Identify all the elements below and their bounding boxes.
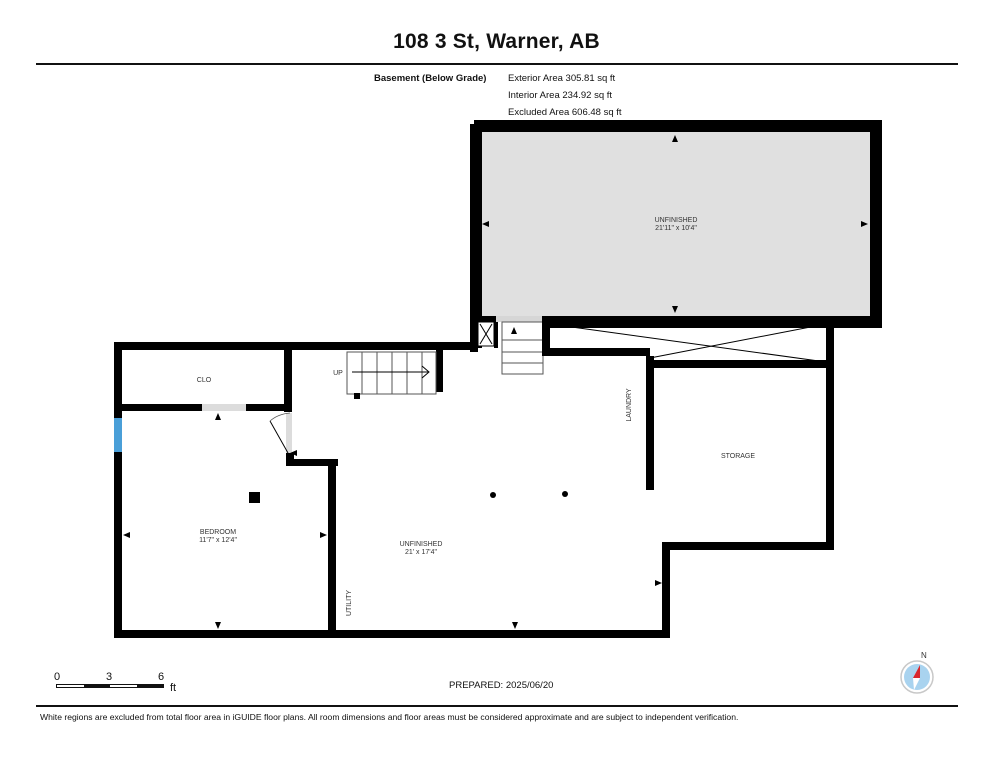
room-name-laundry: LAUNDRY xyxy=(626,388,633,422)
room-unfinished-upper xyxy=(470,120,882,352)
closet-door-opening xyxy=(202,404,246,411)
room-dims-bedroom: 11'7" x 12'4" xyxy=(199,537,237,544)
scale-tick-6: 6 xyxy=(158,671,165,683)
room-name-unfinished-main: UNFINISHED xyxy=(400,541,443,548)
scale-bar-graphic xyxy=(56,684,164,688)
floor-name: Basement (Below Grade) xyxy=(374,73,487,84)
post-icon xyxy=(354,393,360,399)
column-icon xyxy=(249,492,260,503)
interior-area: Interior Area 234.92 sq ft xyxy=(508,90,613,101)
compass-north-label: N xyxy=(921,651,927,660)
room-name-unfinished-upper: UNFINISHED xyxy=(655,217,698,224)
prepared-date: PREPARED: 2025/06/20 xyxy=(449,680,554,691)
walls-lower xyxy=(114,342,834,638)
footer-divider xyxy=(36,705,958,707)
room-dims-unfinished-main: 21' x 17'4" xyxy=(405,549,438,556)
excluded-area: Excluded Area 606.48 sq ft xyxy=(508,107,622,118)
scale-tick-0: 0 xyxy=(54,671,61,683)
room-name-utility: UTILITY xyxy=(346,590,353,616)
stairs-up-label: UP xyxy=(333,370,343,377)
scale-tick-3: 3 xyxy=(106,671,113,683)
header-divider xyxy=(36,63,958,65)
post-icon xyxy=(562,491,568,497)
stairs-main xyxy=(346,351,437,395)
room-dims-unfinished-upper: 21'11" x 10'4" xyxy=(655,225,697,232)
stairs-short xyxy=(501,321,544,375)
scale-unit: ft xyxy=(170,682,177,694)
window xyxy=(114,418,122,452)
exterior-area: Exterior Area 305.81 sq ft xyxy=(508,73,616,84)
disclaimer-text: White regions are excluded from total fl… xyxy=(40,712,739,722)
open-below-area xyxy=(542,320,834,550)
post-icon xyxy=(490,492,496,498)
room-name-clo: CLO xyxy=(197,377,212,384)
area-values: Exterior Area 305.81 sq ft Interior Area… xyxy=(508,70,622,121)
bedroom-door xyxy=(269,412,292,454)
page-title: 108 3 St, Warner, AB xyxy=(393,30,600,53)
room-name-bedroom: BEDROOM xyxy=(200,529,236,536)
compass-icon: N xyxy=(900,651,934,694)
scale-bar: 0 3 6 ft xyxy=(52,671,192,695)
room-name-storage: STORAGE xyxy=(721,453,755,460)
dimension-markers xyxy=(123,135,868,629)
shaft-icon xyxy=(477,321,498,348)
